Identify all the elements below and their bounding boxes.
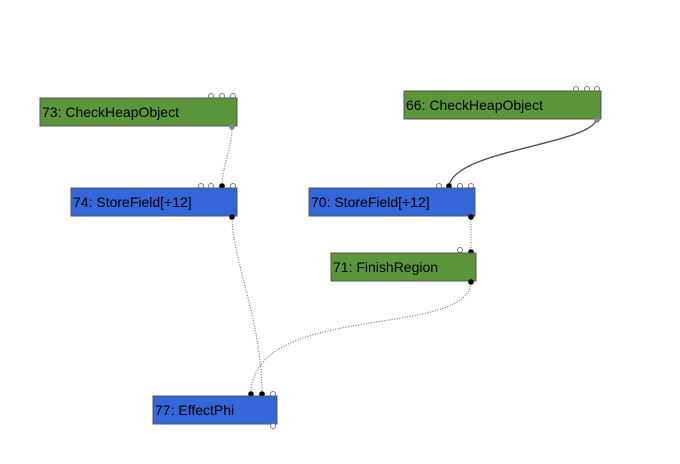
output-port <box>468 214 474 220</box>
node-box <box>330 252 477 282</box>
node-box <box>70 187 238 217</box>
node-77-effect-phi[interactable]: 77: EffectPhi <box>152 391 278 429</box>
node-66-check-heap-object[interactable]: 66: CheckHeapObject <box>403 86 602 123</box>
node-box <box>403 90 602 120</box>
node-label: 71: FinishRegion <box>333 259 438 275</box>
node-label: 77: EffectPhi <box>155 402 234 418</box>
input-port <box>259 391 265 397</box>
node-label: 73: CheckHeapObject <box>42 104 179 120</box>
input-port <box>457 247 463 253</box>
edge-73-74 <box>221 126 233 188</box>
output-port <box>594 117 600 123</box>
output-port <box>229 124 235 130</box>
node-box <box>39 97 238 127</box>
node-label: 74: StoreField[+12] <box>73 194 192 210</box>
output-port <box>229 214 235 220</box>
input-port <box>248 391 254 397</box>
edge-74-77 <box>231 215 263 396</box>
node-box <box>308 187 476 217</box>
output-port <box>468 279 474 285</box>
node-74-store-field[interactable]: 74: StoreField[+12] <box>70 183 238 220</box>
node-70-store-field[interactable]: 70: StoreField[+12] <box>308 183 476 220</box>
edge-71-77 <box>250 280 472 396</box>
node-73-check-heap-object[interactable]: 73: CheckHeapObject <box>39 93 238 130</box>
node-71-finish-region[interactable]: 71: FinishRegion <box>330 247 477 285</box>
node-box <box>152 395 278 425</box>
input-port <box>219 183 225 189</box>
node-label: 70: StoreField[+12] <box>311 194 430 210</box>
edge-66-70 <box>448 118 598 188</box>
output-port <box>270 423 276 429</box>
node-label: 66: CheckHeapObject <box>406 97 543 113</box>
input-port <box>446 183 452 189</box>
